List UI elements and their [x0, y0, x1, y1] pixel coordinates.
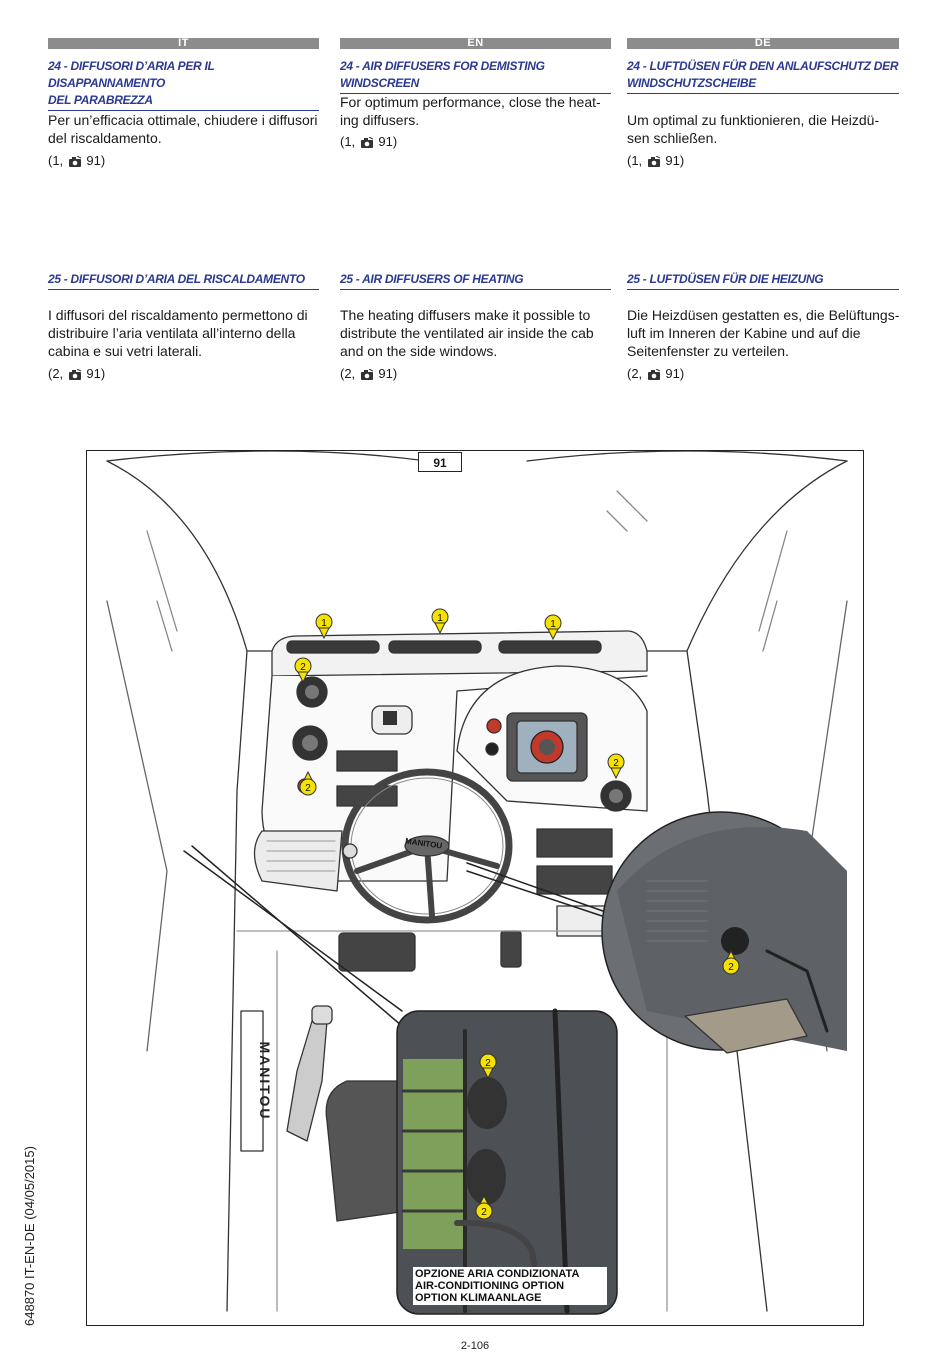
ref-figure: 91)	[665, 366, 685, 381]
callout-marker-2d: 2	[722, 950, 740, 975]
callout-marker-2b: 2	[299, 771, 317, 796]
ref-prefix: (2,	[627, 366, 643, 381]
section-25-body-en: The heating diffusers make it possible t…	[340, 306, 620, 360]
body-line: cabina e sui vetri laterali.	[48, 343, 203, 359]
option-label-line: OPTION KLIMAANLAGE	[415, 1292, 542, 1304]
section-title-line: 24 - LUFTDÜSEN FÜR DEN ANLAUFSCHUTZ DER	[627, 59, 899, 73]
section-title-line: 25 - DIFFUSORI D’ARIA DEL RISCALDAMENTO	[48, 272, 305, 286]
body-line: sen schließen.	[627, 130, 718, 146]
section-24-ref-en: (1, 91)	[340, 134, 397, 150]
ref-prefix: (2,	[48, 366, 64, 381]
section-25-title-it: 25 - DIFFUSORI D’ARIA DEL RISCALDAMENTO	[48, 271, 319, 290]
lang-header-de: DE	[627, 38, 899, 49]
body-line: distribute the ventilated air inside the…	[340, 325, 594, 341]
body-line: luft im Inneren der Kabine und auf die	[627, 325, 861, 341]
section-title-line: 25 - LUFTDÜSEN FÜR DIE HEIZUNG	[627, 272, 824, 286]
body-line: Um optimal zu funktionieren, die Heizdü-	[627, 112, 880, 128]
ref-prefix: (1,	[48, 153, 64, 168]
callout-number: 2	[305, 783, 311, 794]
callout-marker-1b: 1	[431, 608, 449, 634]
section-24-title-it: 24 - DIFFUSORI D’ARIA PER IL DISAPPANNAM…	[48, 58, 319, 111]
callout-number: 1	[550, 619, 556, 630]
lang-header-en: EN	[340, 38, 611, 49]
document-code: 648870 IT-EN-DE (04/05/2015)	[22, 1146, 37, 1326]
body-line: distribuire l’aria ventilata all’interno…	[48, 325, 296, 341]
section-24-title-en: 24 - AIR DIFFUSERS FOR DEMISTING WINDSCR…	[340, 58, 611, 94]
section-25-ref-it: (2, 91)	[48, 366, 105, 382]
body-line: Per un’efficacia ottimale, chiudere i di…	[48, 112, 318, 128]
callout-number: 2	[481, 1207, 487, 1218]
section-25-body-de: Die Heizdüsen gestatten es, die Belüftun…	[627, 306, 912, 360]
section-title-line: DEL PARABREZZA	[48, 93, 153, 107]
callout-marker-2c: 2	[607, 753, 625, 779]
camera-icon	[68, 156, 81, 167]
ref-figure: 91)	[665, 153, 685, 168]
callout-number: 2	[728, 962, 734, 973]
section-title-line: 25 - AIR DIFFUSERS OF HEATING	[340, 272, 524, 286]
page-number: 2-106	[460, 1340, 490, 1352]
ref-prefix: (1,	[627, 153, 643, 168]
body-line: del riscaldamento.	[48, 130, 162, 146]
section-25-title-en: 25 - AIR DIFFUSERS OF HEATING	[340, 271, 611, 290]
callout-marker-2e: 2	[479, 1053, 497, 1079]
callout-number: 1	[321, 618, 327, 629]
ref-prefix: (2,	[340, 366, 356, 381]
section-25-body-it: I diffusori del riscaldamento permettono…	[48, 306, 328, 360]
callout-number: 2	[300, 662, 306, 673]
camera-icon	[68, 369, 81, 380]
brand-label-wall: MANITOU	[257, 1041, 273, 1121]
camera-icon	[360, 137, 373, 148]
body-line: Seitenfenster zu verteilen.	[627, 343, 789, 359]
section-25-ref-en: (2, 91)	[340, 366, 397, 382]
cab-drawing	[106, 451, 848, 1315]
callout-number: 2	[485, 1058, 491, 1069]
section-24-ref-it: (1, 91)	[48, 153, 105, 169]
ref-figure: 91)	[86, 153, 106, 168]
option-label-line: AIR-CONDITIONING OPTION	[415, 1280, 565, 1292]
callout-number: 2	[613, 758, 619, 769]
callout-marker-1a: 1	[315, 613, 333, 639]
ref-prefix: (1,	[340, 134, 356, 149]
camera-icon	[647, 156, 660, 167]
body-line: ing diffusers.	[340, 112, 420, 128]
air-conditioning-option-label: OPZIONE ARIA CONDIZIONATA AIR-CONDITIONI…	[413, 1267, 607, 1305]
ref-figure: 91)	[378, 366, 398, 381]
section-24-body-it: Per un’efficacia ottimale, chiudere i di…	[48, 111, 328, 147]
option-label-line: OPZIONE ARIA CONDIZIONATA	[415, 1268, 580, 1280]
section-24-body-de: Um optimal zu funktionieren, die Heizdü-…	[627, 111, 907, 147]
body-line: For optimum performance, close the heat-	[340, 94, 601, 110]
camera-icon	[360, 369, 373, 380]
callout-number: 1	[437, 613, 443, 624]
section-title-line: 24 - DIFFUSORI D’ARIA PER IL DISAPPANNAM…	[48, 59, 215, 90]
body-line: The heating diffusers make it possible t…	[340, 307, 591, 323]
ref-figure: 91)	[378, 134, 398, 149]
body-line: Die Heizdüsen gestatten es, die Belüftun…	[627, 307, 900, 323]
section-title-line: WINDSCHUTZSCHEIBE	[627, 76, 756, 90]
section-title-line: 24 - AIR DIFFUSERS FOR DEMISTING WINDSCR…	[340, 59, 545, 90]
figure-cab-illustration: 1 1 1 2 2 2 2 2 2 MANITOU MANITOU	[86, 450, 864, 1326]
ref-figure: 91)	[86, 366, 106, 381]
callout-marker-2a: 2	[294, 657, 312, 683]
body-line: I diffusori del riscaldamento permettono…	[48, 307, 308, 323]
callout-marker-1c: 1	[544, 614, 562, 640]
body-line: and on the side windows.	[340, 343, 498, 359]
section-24-ref-de: (1, 91)	[627, 153, 684, 169]
figure-number: 91	[418, 452, 462, 472]
section-25-ref-de: (2, 91)	[627, 366, 684, 382]
lang-header-it: IT	[48, 38, 319, 49]
section-24-title-de: 24 - LUFTDÜSEN FÜR DEN ANLAUFSCHUTZ DER …	[627, 58, 899, 94]
section-25-title-de: 25 - LUFTDÜSEN FÜR DIE HEIZUNG	[627, 271, 899, 290]
section-24-body-en: For optimum performance, close the heat-…	[340, 93, 620, 129]
camera-icon	[647, 369, 660, 380]
callout-marker-2f: 2	[475, 1195, 493, 1220]
